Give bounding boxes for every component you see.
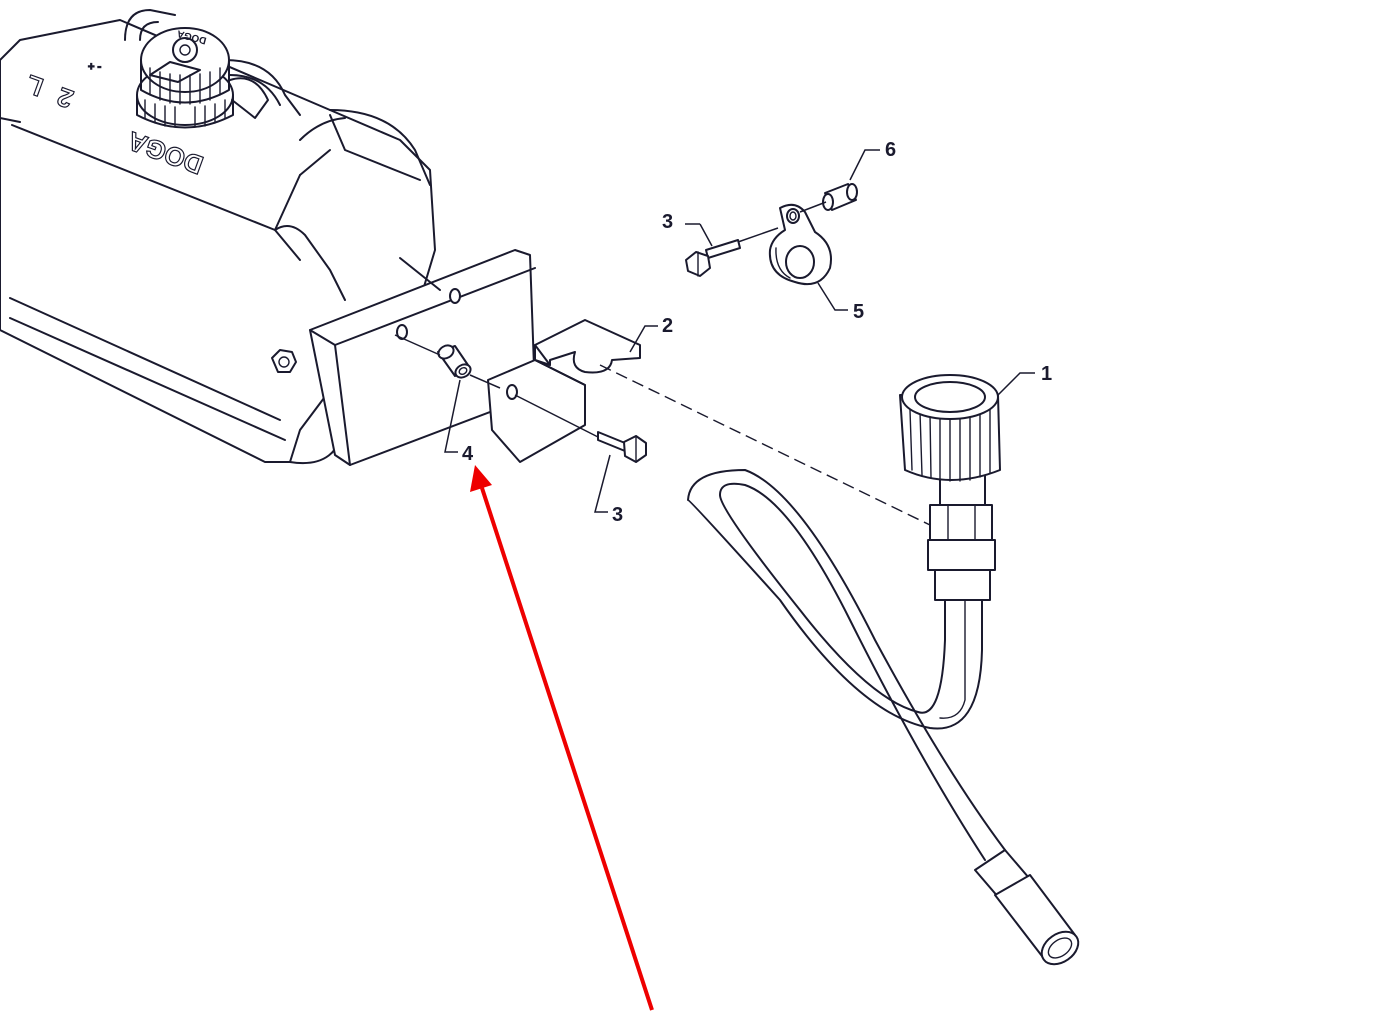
assembly-center-lines: [394, 201, 931, 526]
callout-3-lower: 3: [612, 504, 623, 526]
callout-4: 4: [462, 443, 474, 465]
callout-3-upper: 3: [662, 211, 673, 233]
callout-1: 1: [1041, 363, 1052, 385]
callout-5: 5: [853, 301, 864, 323]
tank-mounting-plate: [309, 249, 536, 466]
bracket-part-2: [487, 319, 641, 463]
callout-leaders: [444, 149, 1035, 513]
tank-level-marks: + -: [88, 61, 101, 73]
sleeve-nut-part-6: [822, 183, 858, 211]
p-clip-part-5: [768, 203, 832, 286]
callout-2: 2: [662, 315, 673, 337]
bolt-part-3-upper: [685, 239, 741, 277]
spacer-part-4: [437, 344, 472, 379]
callout-6: 6: [885, 139, 896, 161]
bolt-part-3-lower: [597, 431, 647, 463]
highlight-arrow: [470, 465, 654, 1011]
sensor-hose-part-1: [687, 374, 1080, 966]
filler-cap: DOGA: [124, 9, 301, 129]
